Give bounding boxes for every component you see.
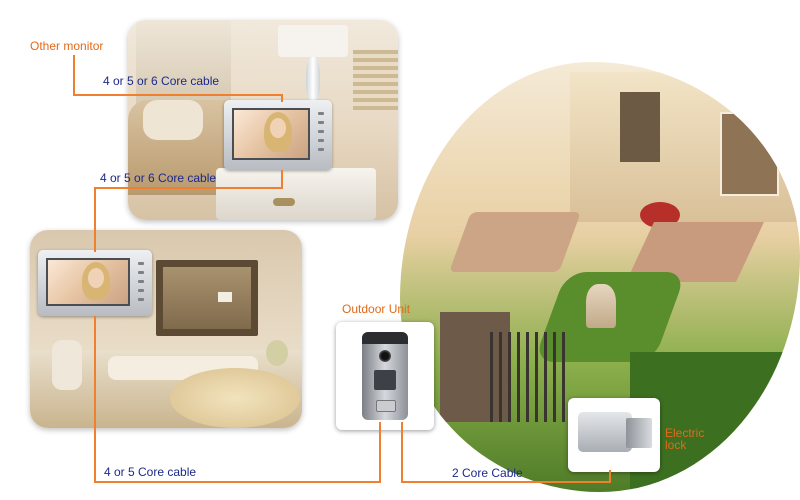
cable-label-lock: 2 Core Cable (452, 466, 523, 480)
monitor-screen (232, 108, 310, 160)
electric-lock-image (568, 398, 660, 472)
outdoor-unit-label: Outdoor Unit (342, 302, 410, 316)
monitor-screen (46, 258, 130, 306)
monitor-buttons (138, 262, 146, 307)
other-monitor-label: Other monitor (30, 39, 103, 53)
monitor-buttons (318, 112, 326, 157)
outdoor-unit-image (336, 322, 434, 430)
electric-lock-label-line2: lock (665, 438, 686, 452)
cable-label-mid: 4 or 5 or 6 Core cable (100, 171, 216, 185)
cable-label-top: 4 or 5 or 6 Core cable (103, 74, 219, 88)
bedroom-monitor (224, 100, 332, 170)
living-room-monitor (38, 250, 152, 316)
lock-bolt (626, 418, 652, 448)
camera-lens-icon (379, 350, 391, 362)
door-station (362, 332, 408, 420)
call-button-icon (376, 400, 396, 412)
lock-body (578, 412, 632, 452)
cable-label-bottom: 4 or 5 Core cable (104, 465, 196, 479)
